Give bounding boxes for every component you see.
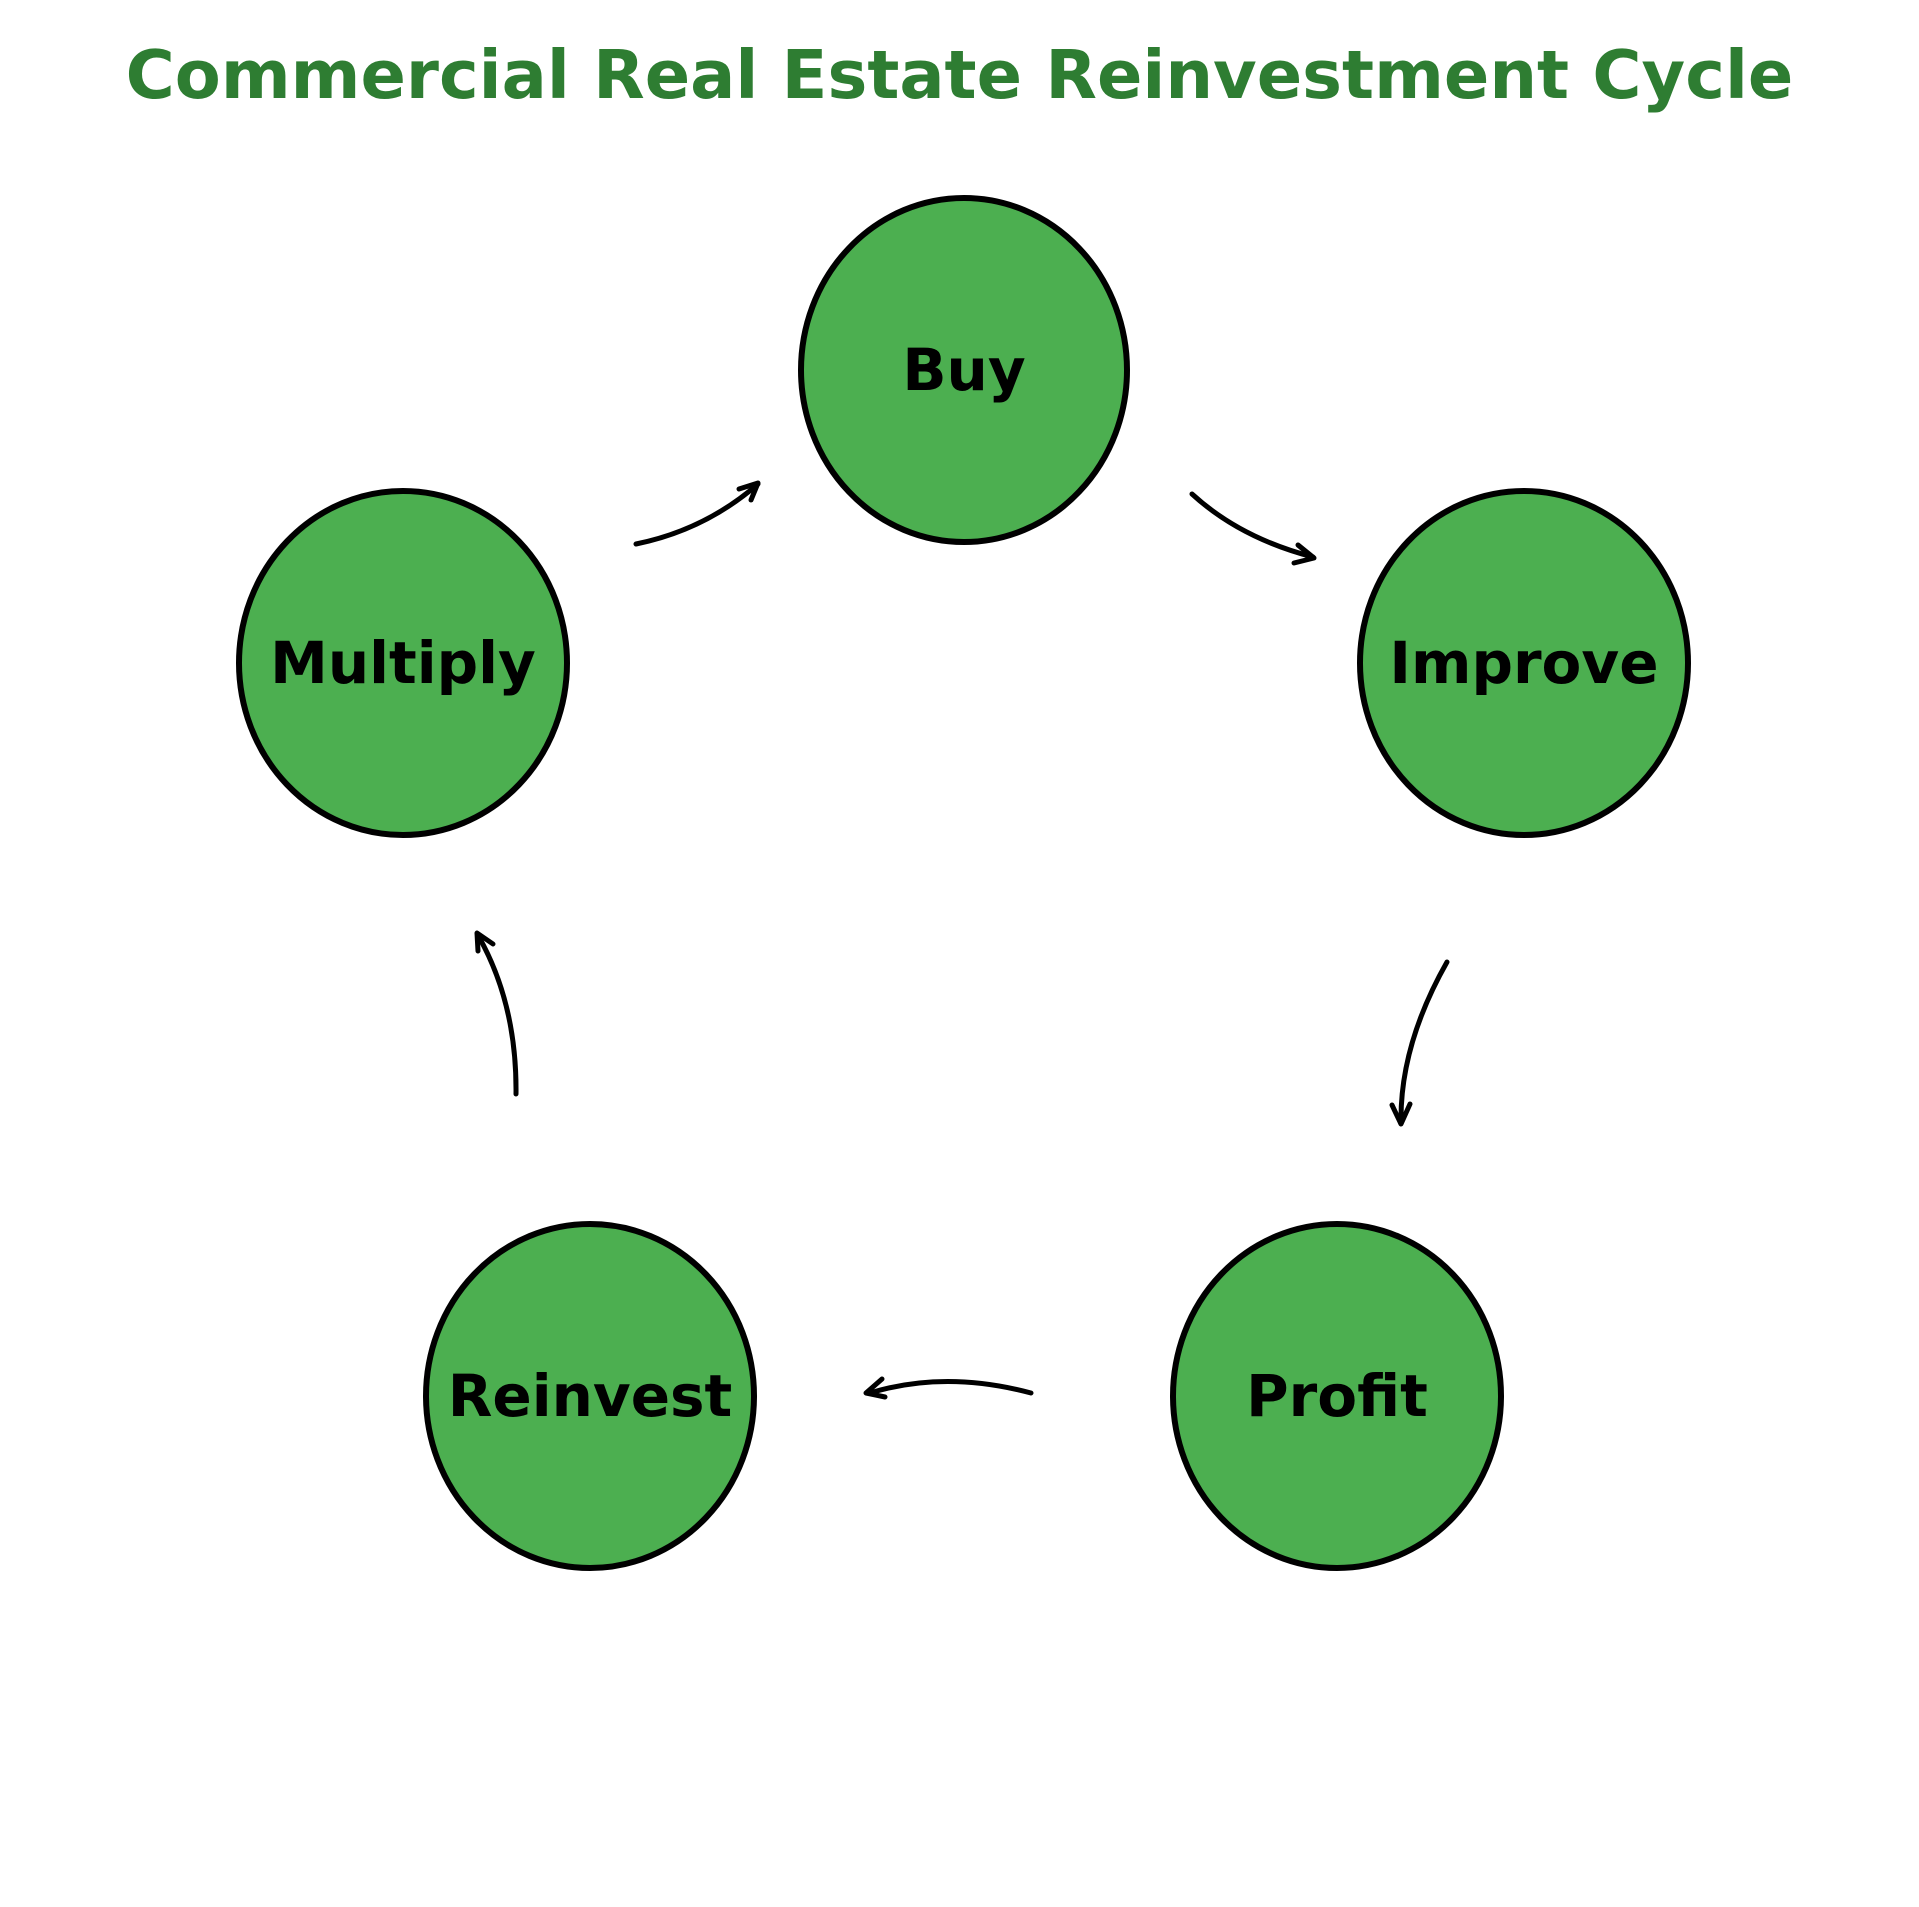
node-reinvest-label: Reinvest bbox=[448, 1362, 733, 1430]
arrow-reinvest-to-multiply-shaft bbox=[476, 934, 519, 1097]
arrow-buy-to-improve-shaft bbox=[1189, 491, 1316, 560]
node-profit-label: Profit bbox=[1246, 1362, 1428, 1430]
node-multiply: Multiply bbox=[236, 488, 570, 838]
node-reinvest: Reinvest bbox=[423, 1221, 757, 1571]
node-profit-circle bbox=[1170, 1221, 1504, 1571]
arrow-improve-to-profit-head bbox=[1389, 1101, 1413, 1127]
node-buy: Buy bbox=[798, 195, 1130, 545]
node-reinvest-circle bbox=[423, 1221, 757, 1571]
arrow-multiply-to-buy bbox=[633, 480, 761, 547]
arrow-improve-to-profit bbox=[1389, 959, 1450, 1127]
arrow-reinvest-to-multiply-head bbox=[474, 930, 496, 954]
arrow-profit-to-reinvest-shaft bbox=[867, 1379, 1034, 1396]
arrow-multiply-to-buy-shaft bbox=[633, 481, 761, 547]
diagram-title: Commercial Real Estate Reinvestment Cycl… bbox=[126, 36, 1794, 114]
arrow-improve-to-profit-shaft bbox=[1398, 959, 1450, 1125]
arrow-reinvest-to-multiply bbox=[474, 930, 519, 1097]
arrow-profit-to-reinvest bbox=[863, 1376, 1034, 1400]
arrow-buy-to-improve bbox=[1189, 491, 1317, 566]
node-buy-label: Buy bbox=[902, 336, 1025, 404]
arrow-profit-to-reinvest-head bbox=[863, 1376, 888, 1400]
arrow-buy-to-improve-head bbox=[1291, 542, 1317, 566]
node-improve-label: Improve bbox=[1389, 629, 1658, 697]
arrow-multiply-to-buy-head bbox=[736, 480, 761, 503]
node-multiply-label: Multiply bbox=[270, 629, 536, 697]
node-improve-circle bbox=[1357, 488, 1691, 838]
node-profit: Profit bbox=[1170, 1221, 1504, 1571]
node-buy-circle bbox=[798, 195, 1130, 545]
node-multiply-circle bbox=[236, 488, 570, 838]
node-improve: Improve bbox=[1357, 488, 1691, 838]
